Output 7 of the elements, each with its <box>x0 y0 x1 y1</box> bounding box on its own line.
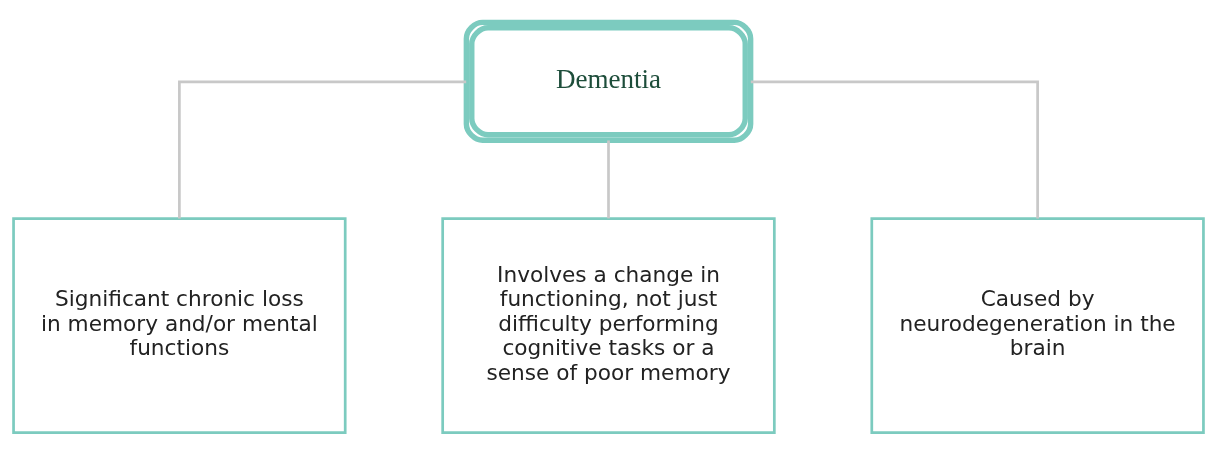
node-box: Significant chronic loss in memory and/or mental functions <box>12 216 347 434</box>
connector <box>607 139 610 218</box>
node-box: Involves a change in functioning, not just difficulty performing cognitive tasks or a sense of poor memory <box>441 216 776 434</box>
connector <box>750 80 1039 218</box>
node-box: Dementia <box>463 19 754 143</box>
connector <box>178 80 467 218</box>
node-box: Caused by neurodegeneration in the brain <box>870 216 1205 434</box>
